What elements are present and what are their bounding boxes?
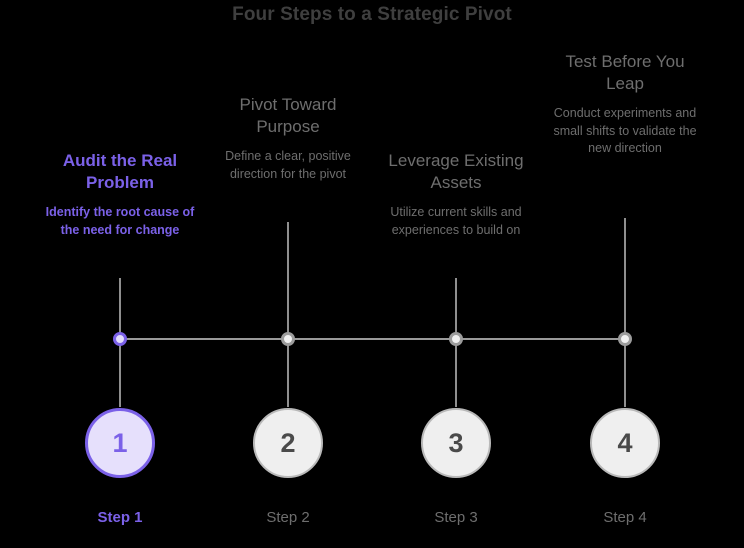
timeline-node-2[interactable] xyxy=(281,332,295,346)
step-number-4: 4 xyxy=(617,427,633,458)
step-circle-1[interactable]: 1 xyxy=(85,408,155,478)
timeline-node-3[interactable] xyxy=(449,332,463,346)
circle-stem-3 xyxy=(455,345,457,407)
timeline-node-1[interactable] xyxy=(113,332,127,346)
step-description-3: Utilize current skills and experiences t… xyxy=(390,204,522,237)
step-circle-4[interactable]: 4 xyxy=(590,408,660,478)
step-text-1: Audit the Real Problem Identify the root… xyxy=(45,150,195,239)
step-label-1: Step 1 xyxy=(97,509,143,526)
step-circle-3[interactable]: 3 xyxy=(421,408,491,478)
connector-line-1 xyxy=(119,278,121,340)
step-text-3: Leverage Existing Assets Utilize current… xyxy=(381,150,531,239)
step-label-3: Step 3 xyxy=(434,509,478,526)
step-text-2: Pivot Toward Purpose Define a clear, pos… xyxy=(213,94,363,183)
step-heading-2: Pivot Toward Purpose xyxy=(239,95,337,137)
circle-stem-1 xyxy=(119,345,121,407)
step-description-1: Identify the root cause of the need for … xyxy=(45,204,195,237)
step-text-4: Test Before You Leap Conduct experiments… xyxy=(550,51,700,158)
step-number-1: 1 xyxy=(112,427,128,458)
step-label-4: Step 4 xyxy=(603,509,647,526)
connector-line-3 xyxy=(455,278,457,340)
page-title: Four Steps to a Strategic Pivot xyxy=(232,4,512,25)
timeline-node-4[interactable] xyxy=(618,332,632,346)
connector-line-2 xyxy=(287,222,289,340)
step-label-2: Step 2 xyxy=(266,509,310,526)
step-description-2: Define a clear, positive direction for t… xyxy=(225,148,351,181)
step-circle-2[interactable]: 2 xyxy=(253,408,323,478)
step-heading-3: Leverage Existing Assets xyxy=(388,151,524,193)
step-number-2: 2 xyxy=(280,427,296,458)
step-heading-1: Audit the Real Problem xyxy=(62,151,178,193)
circle-stem-4 xyxy=(624,345,626,407)
step-number-3: 3 xyxy=(448,427,464,458)
circle-stem-2 xyxy=(287,345,289,407)
timeline-axis xyxy=(120,338,626,340)
connector-line-4 xyxy=(624,218,626,340)
step-heading-4: Test Before You Leap xyxy=(565,52,685,94)
step-description-4: Conduct experiments and small shifts to … xyxy=(553,105,697,156)
